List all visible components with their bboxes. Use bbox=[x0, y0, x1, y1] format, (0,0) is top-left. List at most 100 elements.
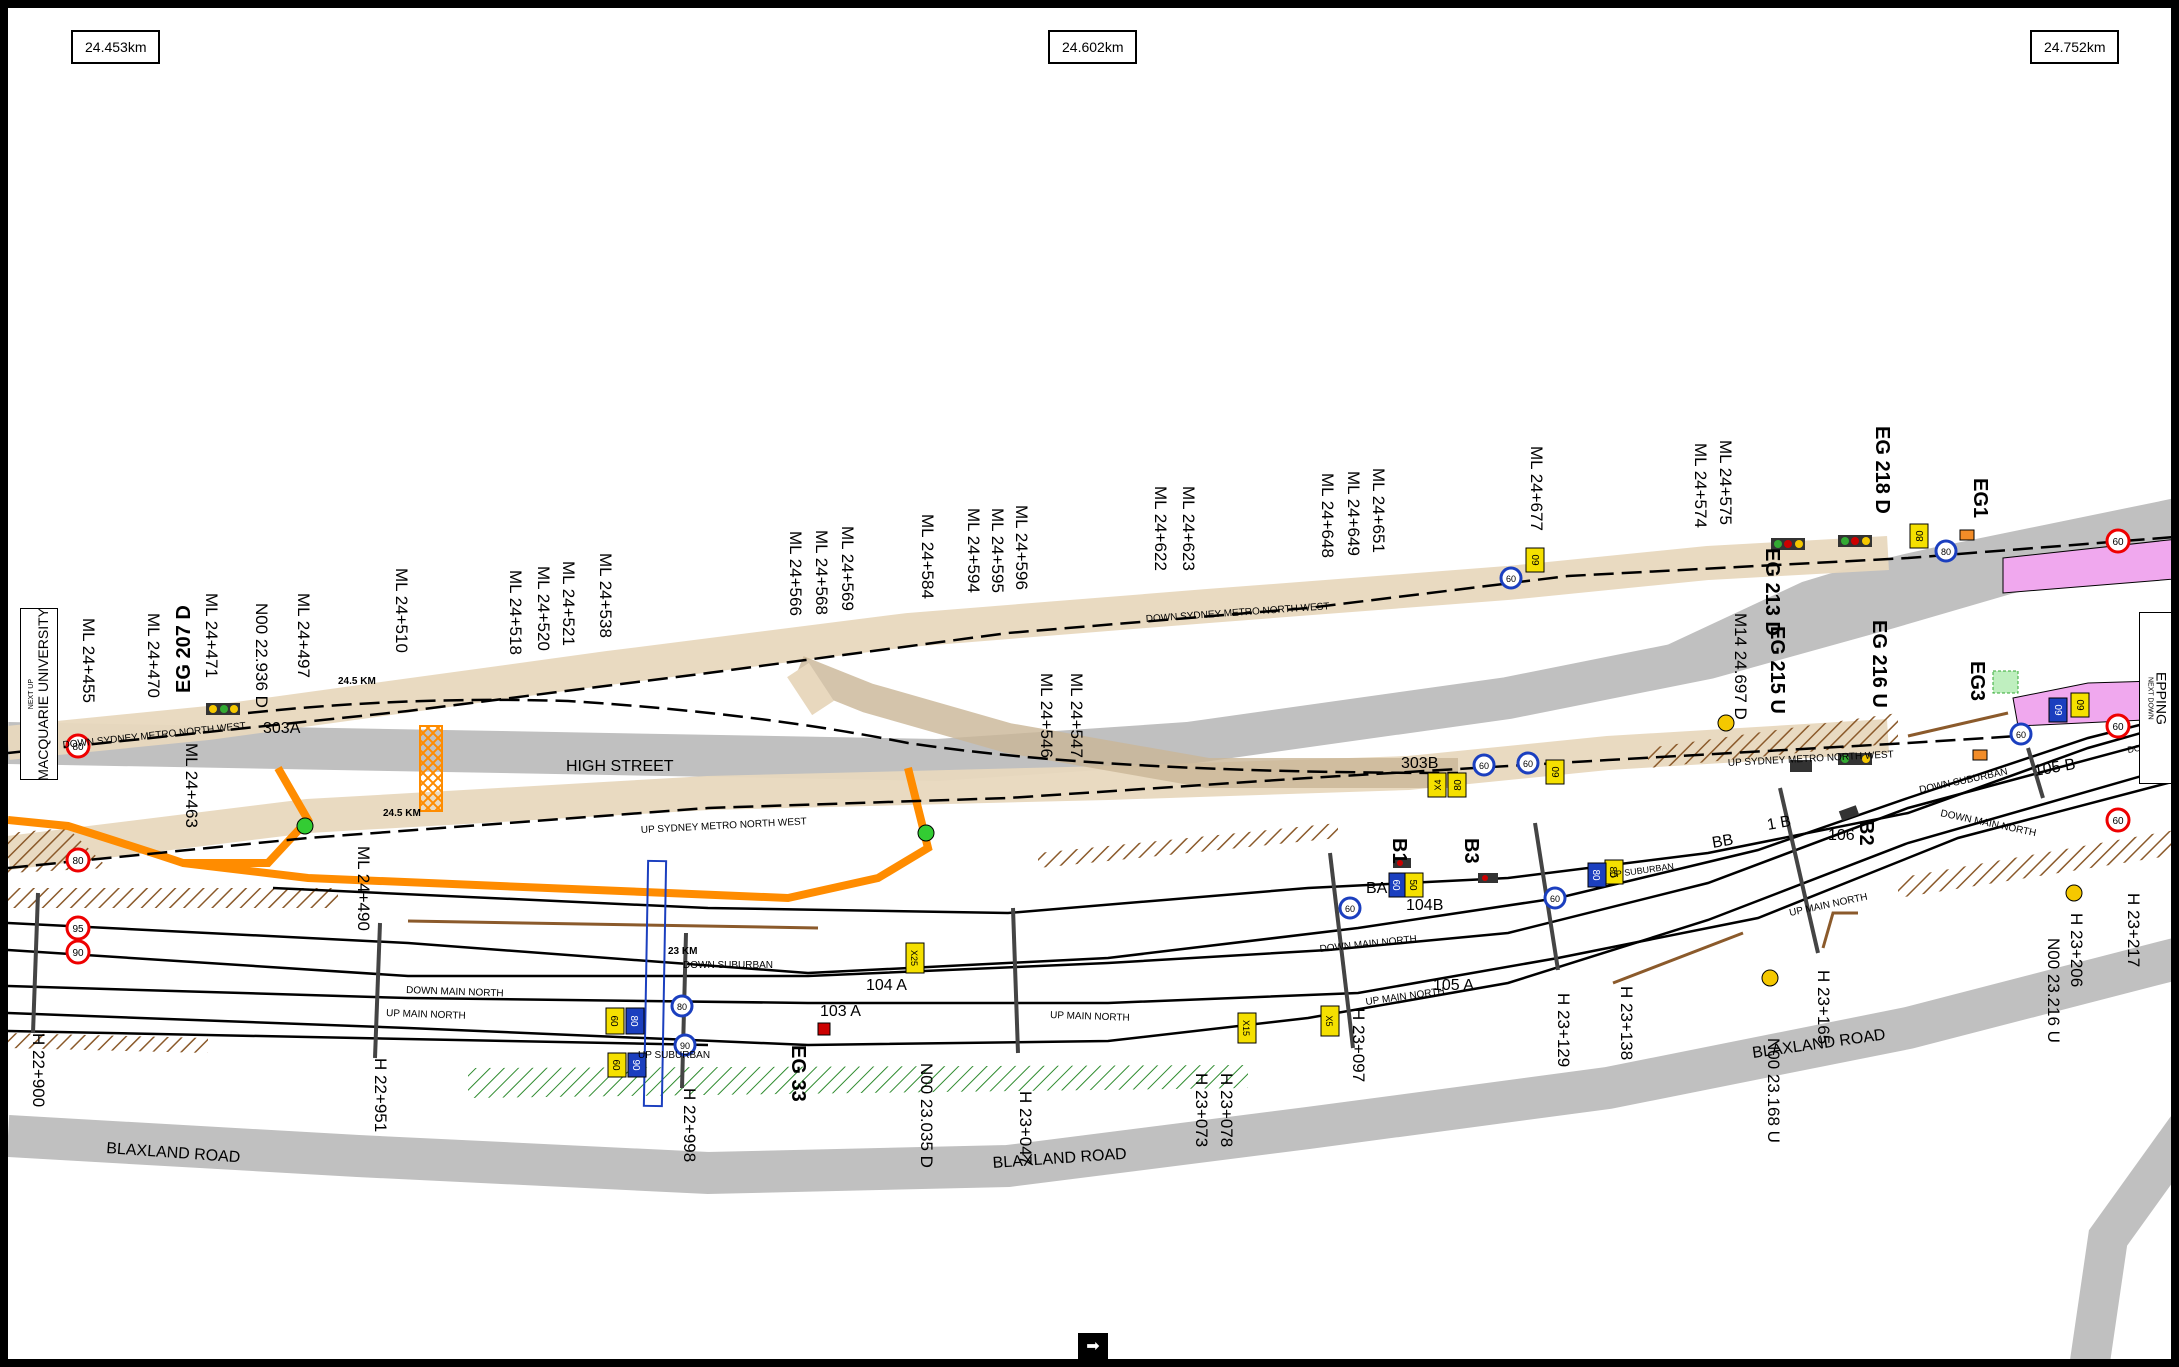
up-metro-track bbox=[8, 734, 2019, 870]
yellow-board-80-a: 80 bbox=[1909, 523, 1929, 549]
yellow-board-60-a: 60 bbox=[1525, 547, 1545, 573]
track-4 bbox=[8, 780, 2171, 1005]
blue-rect-80-a: 80 bbox=[625, 1007, 645, 1035]
ml-label: ML 24+546 bbox=[1037, 673, 1056, 758]
brown-line-2 bbox=[1612, 931, 1744, 985]
green-square bbox=[1992, 670, 2019, 694]
next-page-arrow-icon[interactable]: ➡ bbox=[1078, 1333, 1108, 1359]
blue-rect-80-b: 80 bbox=[1587, 862, 1607, 888]
h-label: H 22+998 bbox=[680, 1088, 699, 1162]
speed-board-80-b: 80 bbox=[65, 847, 91, 873]
point-105b: 105 B bbox=[2033, 756, 2077, 780]
svg-text:80: 80 bbox=[628, 1015, 639, 1027]
km-post-245-a: 24.5 KM bbox=[338, 676, 376, 687]
road-north-east bbox=[1650, 498, 2171, 684]
h-label: H 23+129 bbox=[1554, 993, 1573, 1067]
track-diagram: 80 80 95 90 60 60 60 60 80 60 60 60 80 9… bbox=[8, 426, 2171, 1359]
svg-text:60: 60 bbox=[2054, 704, 2065, 716]
ml-label: ML 24+471 bbox=[202, 593, 221, 678]
svg-text:90: 90 bbox=[630, 1059, 641, 1071]
blue-rect-90: 90 bbox=[627, 1052, 647, 1078]
ml-label: ML 24+651 bbox=[1369, 468, 1388, 553]
green-hatch-area bbox=[468, 1065, 1248, 1098]
svg-text:60: 60 bbox=[2112, 537, 2124, 548]
signal-head-b2 bbox=[1838, 805, 1860, 821]
h-label: H 23+206 bbox=[2067, 913, 2086, 987]
blue-board-80-a: 80 bbox=[1934, 539, 1958, 563]
h-label: H 22+900 bbox=[29, 1033, 48, 1107]
ml-label: ML 24+596 bbox=[1012, 505, 1031, 590]
blaxland-road-branch bbox=[2070, 1116, 2171, 1359]
ml-label: ML 24+538 bbox=[596, 553, 615, 638]
ml-label: ML 24+463 bbox=[182, 743, 201, 828]
svg-text:60: 60 bbox=[1390, 879, 1401, 891]
hatched-area-b bbox=[1038, 823, 1338, 868]
svg-text:80: 80 bbox=[1941, 547, 1951, 557]
next-up-location[interactable]: NEXT UP MACQUARIE UNIVERSITY bbox=[20, 608, 58, 780]
svg-text:80: 80 bbox=[677, 1002, 687, 1012]
blue-board-60-c: 60 bbox=[1516, 751, 1540, 775]
speed-board-60-c: 60 bbox=[2105, 807, 2131, 833]
yellow-board-60-c: 60 bbox=[2070, 692, 2090, 718]
blue-rect-60-b: 60 bbox=[1388, 872, 1406, 898]
green-marker-2 bbox=[917, 824, 935, 842]
svg-text:60: 60 bbox=[1506, 574, 1516, 584]
svg-text:60: 60 bbox=[1523, 759, 1533, 769]
svg-text:90: 90 bbox=[72, 948, 84, 959]
ml-label: ML 24+584 bbox=[918, 514, 937, 599]
h-label: N00 23.035 D bbox=[917, 1063, 936, 1168]
svg-text:X5: X5 bbox=[1324, 1015, 1334, 1026]
track-3 bbox=[8, 736, 2171, 978]
next-down-caption: NEXT DOWN bbox=[2146, 676, 2154, 720]
signal-eg33: EG 33 bbox=[787, 1045, 809, 1102]
ml-label: ML 24+520 bbox=[534, 566, 553, 651]
svg-text:60: 60 bbox=[1531, 554, 1542, 566]
svg-text:60: 60 bbox=[1551, 766, 1562, 778]
speed-board-60-b: 60 bbox=[2105, 713, 2131, 739]
next-up-caption: NEXT UP bbox=[27, 678, 35, 710]
point-103a: 103 A bbox=[820, 1003, 861, 1020]
ml-label: N00 22.936 D bbox=[252, 603, 271, 708]
blue-board-60-b: 60 bbox=[1472, 753, 1496, 777]
h-label: H 23+097 bbox=[1349, 1008, 1368, 1082]
yellow-board-x25: X25 bbox=[905, 942, 925, 974]
svg-text:50: 50 bbox=[1407, 879, 1418, 891]
ml-label: ML 24+622 bbox=[1151, 486, 1170, 571]
hatched-area-d bbox=[1898, 830, 2171, 898]
down-main-label-2: DOWN MAIN NORTH bbox=[1319, 934, 1417, 955]
brown-line-1 bbox=[407, 919, 819, 930]
yellow-board-50: 50 bbox=[1404, 872, 1424, 898]
ml-label: ML 24+470 bbox=[144, 613, 163, 698]
down-metro-track bbox=[8, 536, 2171, 755]
yellow-board-x4: X4 bbox=[1427, 772, 1447, 798]
svg-text:60: 60 bbox=[2016, 730, 2026, 740]
up-main-label-2: UP MAIN NORTH bbox=[1050, 1010, 1130, 1024]
ml-label: ML 24+574 bbox=[1691, 443, 1710, 528]
yellow-board-60-d: 60 bbox=[605, 1007, 625, 1035]
point-1b: 1 B bbox=[1766, 813, 1793, 834]
blue-board-60-e: 60 bbox=[1543, 886, 1567, 910]
track-6 bbox=[8, 1029, 709, 1047]
next-down-location[interactable]: NEXT DOWN EPPING bbox=[2139, 612, 2171, 784]
ml-label: ML 24+547 bbox=[1067, 673, 1086, 758]
brown-line-4 bbox=[1907, 711, 2009, 738]
ml-label: ML 24+566 bbox=[786, 531, 805, 616]
signal-eg215: EG 215 U bbox=[1766, 626, 1788, 714]
signal-eg3: EG3 bbox=[1966, 661, 1988, 701]
next-down-station: EPPING bbox=[2153, 671, 2170, 725]
km-marker-center: 24.602km bbox=[1048, 30, 1138, 64]
svg-text:X4: X4 bbox=[1433, 779, 1443, 790]
post-23097 bbox=[1328, 852, 1355, 1049]
point-ba: BA bbox=[1366, 880, 1388, 897]
signal-head-b1 bbox=[1393, 858, 1411, 868]
svg-text:60: 60 bbox=[608, 1015, 619, 1027]
signal-eg218: EG 218 D bbox=[1871, 426, 1893, 514]
yellow-board-x15: X15 bbox=[1237, 1012, 1257, 1044]
svg-text:60: 60 bbox=[2076, 699, 2087, 711]
signal-b3: B3 bbox=[1460, 838, 1482, 864]
h-label: H 23+047 bbox=[1016, 1091, 1035, 1165]
ml-label: ML 24+490 bbox=[354, 846, 373, 931]
svg-text:80: 80 bbox=[1607, 866, 1618, 878]
eg3-marker bbox=[1972, 749, 1988, 761]
